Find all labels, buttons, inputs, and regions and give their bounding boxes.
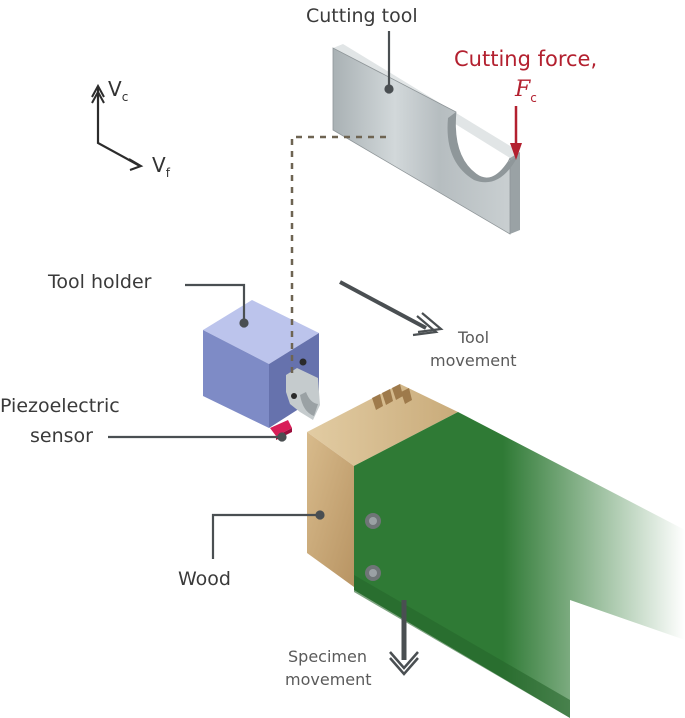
leader-tool-holder-dot [239, 318, 249, 328]
axis-vf-label: Vf [152, 153, 171, 180]
label-specimen-movement-1: Specimen [288, 647, 367, 666]
label-wood: Wood [178, 568, 231, 590]
label-piezo-1: Piezoelectric [0, 395, 120, 417]
label-tool-movement-1: Tool [457, 328, 489, 347]
holder-blade [286, 358, 320, 420]
leader-wood-dot [315, 510, 325, 520]
leader-piezo-dot [277, 432, 287, 442]
tool-connector-dashed [290, 135, 386, 378]
axis-indicator [91, 83, 144, 171]
wood-specimen [307, 384, 458, 587]
specimen-movement-arrow [389, 600, 419, 676]
tool-movement-arrow [339, 280, 444, 337]
label-cutting-force: Cutting force, [454, 47, 597, 71]
leader-cutting-tool-dot [384, 84, 394, 94]
label-tool-holder: Tool holder [47, 271, 152, 293]
leader-tool-holder [185, 283, 246, 323]
label-piezo-2: sensor [30, 425, 93, 447]
green-clamp-block [354, 412, 685, 718]
cutting-tool [332, 44, 520, 235]
label-cutting-tool: Cutting tool [306, 5, 418, 27]
label-tool-movement-2: movement [430, 351, 517, 370]
axis-vc-label: Vc [108, 77, 128, 104]
label-specimen-movement-2: movement [285, 670, 372, 689]
cutting-force-arrow [510, 106, 522, 160]
leader-wood [211, 513, 320, 559]
label-cutting-force-symbol: Fc [514, 77, 537, 105]
